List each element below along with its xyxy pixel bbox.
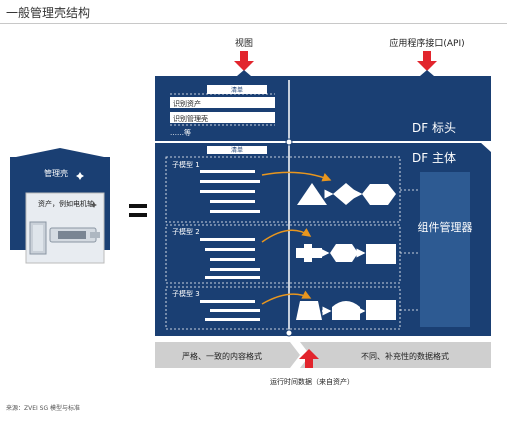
runtime-data-arrow-icon: [299, 349, 319, 368]
view-arrow-icon: [234, 51, 254, 71]
sparkle-icon: [76, 172, 84, 180]
runtime-data-label: 运行时间数据（来自资产）: [270, 377, 354, 386]
square-shape-2-icon: [366, 300, 396, 320]
asset-label: 资产，例如电机轴: [38, 199, 94, 208]
source-note: 来源：ZVEI SG 模型与标准: [6, 405, 81, 412]
equals-sign-icon: [129, 204, 147, 208]
view-label: 视图: [235, 37, 253, 49]
list-item-shell-id-label: 识别管理壳: [173, 114, 208, 123]
list-tag: [207, 85, 267, 94]
component-manager-label: 组件管理器: [418, 220, 473, 234]
motor-shaft-image: [29, 221, 100, 255]
body-list-tag-label: 清单: [231, 146, 243, 154]
list-item-asset-id: [170, 97, 275, 108]
component-connectors: [400, 189, 420, 311]
triangle-shape-icon: [297, 183, 327, 205]
list-item-asset-id-label: 识别资产: [173, 99, 201, 108]
diverse-format-band: [300, 342, 491, 368]
trapezoid-shape-icon: [296, 301, 322, 320]
submodel-3-properties: [200, 300, 260, 321]
submodel-2-label: 子模型 2: [172, 227, 200, 236]
api-arrow-icon: [417, 51, 437, 71]
df-body-label: DF 主体: [412, 151, 456, 165]
square-shape-icon: [366, 244, 396, 264]
submodel-1-label: 子模型 1: [172, 160, 200, 169]
df-header-label: DF 标头: [412, 121, 456, 135]
submodel-3-label: 子模型 3: [172, 289, 200, 298]
list-item-shell-id: [170, 112, 275, 123]
submodel-1-frame: [165, 156, 401, 223]
submodel-1-properties: [200, 170, 260, 213]
submodel-2-arrow-icon: [261, 228, 312, 243]
diverse-format-label: 不同、补充性的数据格式: [361, 351, 449, 361]
submodel-2-properties: [200, 238, 260, 279]
hexagon-shape-icon: [362, 184, 396, 205]
body-list-tag: [207, 146, 267, 154]
submodel-3-arrow-icon: [261, 290, 312, 305]
submodel-3-frame: [165, 286, 401, 330]
component-manager: [420, 172, 470, 327]
hexagon-shape-2-icon: [330, 244, 358, 262]
strict-format-label: 严格、一致的内容格式: [182, 351, 262, 361]
api-label: 应用程序接口(API): [389, 37, 464, 49]
list-tag-label: 清单: [231, 86, 243, 94]
list-etc-label: ……等: [170, 128, 191, 137]
cross-shape-icon: [296, 244, 322, 262]
strict-format-band: [155, 342, 300, 368]
submodel-2-frame: [165, 224, 401, 284]
diamond-shape-icon: [333, 183, 359, 205]
semicircle-shape-icon: [332, 301, 360, 320]
submodel-1-arrow-icon: [261, 171, 332, 182]
shell-title: 管理壳: [44, 168, 68, 178]
title-divider: [0, 23, 507, 24]
sparkle-small-icon: [91, 202, 97, 208]
page-title: 一般管理壳结构: [6, 6, 91, 20]
